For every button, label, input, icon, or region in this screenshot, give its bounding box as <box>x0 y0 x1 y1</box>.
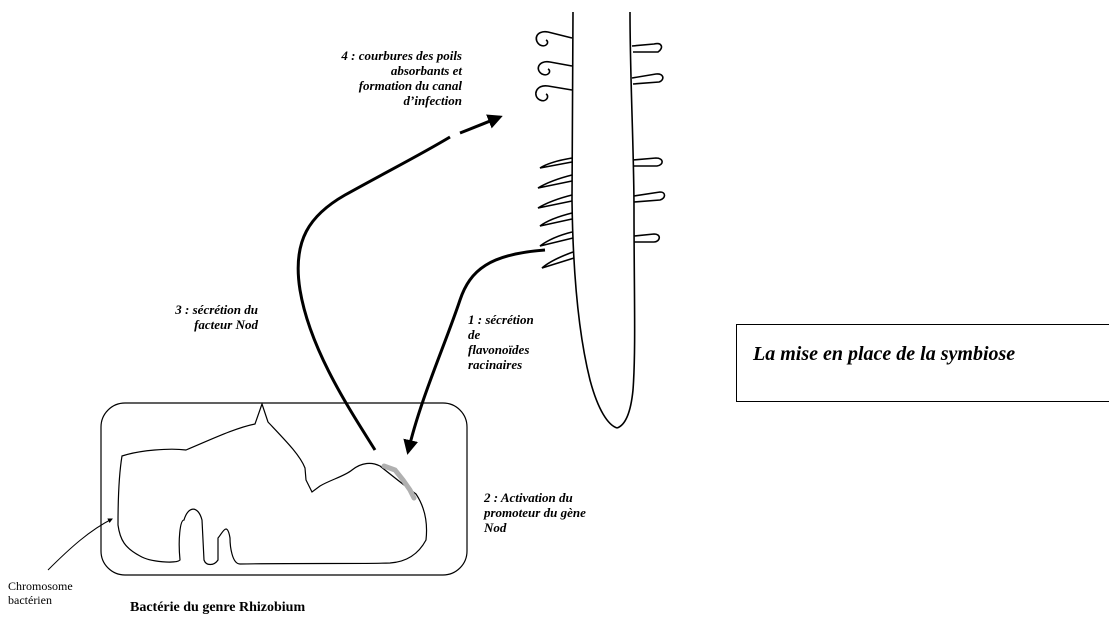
bacterial-chromosome <box>118 404 427 565</box>
root-right-outline <box>617 12 635 428</box>
step4-line4: d’infection <box>238 93 462 108</box>
root-drawing <box>536 12 665 428</box>
step1-line1: 1 : sécrétion <box>468 312 534 327</box>
root-hair-r2 <box>632 74 663 84</box>
step1-label: 1 : sécrétion de flavonoïdes racinaires <box>468 312 534 372</box>
step2-line3: Nod <box>484 520 586 535</box>
root-hair-9 <box>542 252 574 268</box>
root-hair-6 <box>538 195 572 208</box>
chromosome-line2: bactérien <box>8 593 73 607</box>
bacteria-caption: Bactérie du genre Rhizobium <box>130 600 305 615</box>
root-left-outline <box>572 12 617 428</box>
root-hair-r4 <box>634 192 665 202</box>
root-hair-7 <box>540 213 572 226</box>
root-hair-r3 <box>633 158 662 166</box>
page-title: La mise en place de la symbiose <box>753 343 1015 366</box>
root-hair-r5 <box>634 234 659 242</box>
chromosome-label: Chromosome bactérien <box>8 579 73 607</box>
root-hair-curled-1 <box>536 32 572 46</box>
step1-line3: flavonoïdes <box>468 342 534 357</box>
root-hair-4 <box>540 158 572 168</box>
root-hair-r1 <box>632 44 661 52</box>
root-hair-curled-2 <box>538 62 572 75</box>
step3-line2: facteur Nod <box>130 317 258 332</box>
root-hair-curled-3 <box>536 86 572 101</box>
step2-line1: 2 : Activation du <box>484 490 586 505</box>
title-box: La mise en place de la symbiose <box>736 324 1109 402</box>
arrow-step3-4 <box>298 117 500 450</box>
step1-line2: de <box>468 327 534 342</box>
root-hair-8 <box>540 232 573 246</box>
chromosome-line1: Chromosome <box>8 579 73 593</box>
step2-label: 2 : Activation du promoteur du gène Nod <box>484 490 586 535</box>
step4-line2: absorbants et <box>238 63 462 78</box>
step2-line2: promoteur du gène <box>484 505 586 520</box>
step4-label: 4 : courbures des poils absorbants et fo… <box>238 48 462 108</box>
step4-line3: formation du canal <box>238 78 462 93</box>
nod-gene-promoter <box>384 466 414 498</box>
step4-line1: 4 : courbures des poils <box>238 48 462 63</box>
step3-line1: 3 : sécrétion du <box>130 302 258 317</box>
chromosome-pointer <box>48 519 112 570</box>
step1-line4: racinaires <box>468 357 534 372</box>
root-hair-5 <box>538 175 572 188</box>
step3-label: 3 : sécrétion du facteur Nod <box>130 302 258 332</box>
